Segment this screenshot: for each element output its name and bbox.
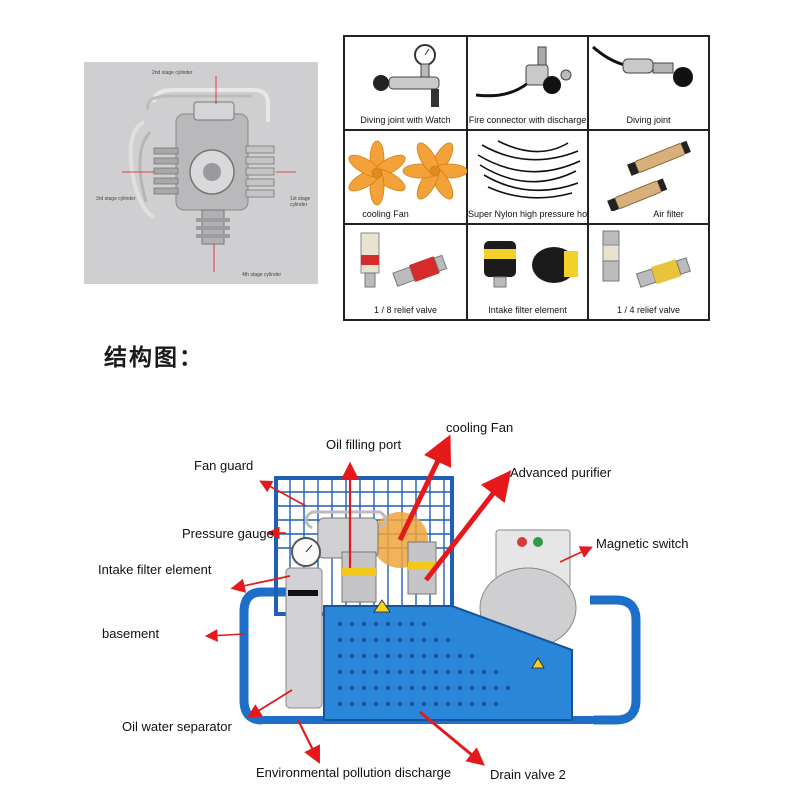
accessory-caption: 1 / 4 relief valve bbox=[616, 305, 681, 315]
label-advanced-purifier: Advanced purifier bbox=[510, 465, 612, 480]
arrow-magnetic-switch bbox=[559, 546, 593, 563]
arrow-drain-valve-2 bbox=[419, 710, 485, 766]
relief-valve-icon bbox=[360, 232, 448, 288]
label-fan-guard: Fan guard bbox=[194, 458, 254, 473]
nylon-hose-icon bbox=[477, 140, 581, 199]
accessory-cell-air-filter: Air filter bbox=[588, 130, 709, 224]
arrow-intake-filter-element bbox=[230, 575, 291, 593]
air-filter-icon bbox=[607, 140, 691, 212]
stage-label-4th: 4th stage cylinder bbox=[242, 272, 282, 278]
accessory-cell-fire-connector: Fire connector with discharge bbox=[467, 36, 588, 130]
frame-right bbox=[590, 595, 641, 725]
structure-diagram-heading: 结构图： bbox=[104, 345, 204, 371]
label-oil-filling-port: Oil filling port bbox=[326, 437, 402, 452]
label-intake-filter-element: Intake filter element bbox=[98, 562, 212, 577]
label-basement: basement bbox=[102, 626, 160, 641]
label-magnetic-switch: Magnetic switch bbox=[596, 536, 689, 551]
relief-valve-icon bbox=[602, 230, 691, 288]
frame-left bbox=[239, 587, 290, 725]
accessory-cell-relief-valve-1-8: 1 / 8 relief valve bbox=[344, 224, 467, 320]
label-drain-valve-2: Drain valve 2 bbox=[490, 767, 566, 782]
warning-triangle-icon bbox=[373, 599, 391, 613]
warning-triangle-icon bbox=[531, 657, 545, 669]
accessory-caption: Diving joint bbox=[626, 115, 671, 125]
body-perforations bbox=[337, 621, 511, 707]
body-cover bbox=[323, 605, 573, 721]
fire-connector-icon bbox=[475, 46, 572, 98]
stage-label-3rd: 3rd stage cylinder bbox=[96, 196, 136, 202]
accessory-caption: 1 / 8 relief valve bbox=[373, 305, 438, 315]
arrow-cooling-fan bbox=[397, 434, 452, 542]
cooling-fan-icon bbox=[348, 140, 468, 206]
arrow-basement bbox=[204, 629, 245, 642]
arrow-oil-water-separator bbox=[246, 689, 293, 718]
cylinder-center bbox=[341, 551, 377, 603]
accessory-cell-cooling-fan: cooling Fan bbox=[344, 130, 468, 224]
label-environmental-pollution-discharge: Environmental pollution discharge bbox=[256, 765, 452, 780]
label-pressure-gauge: Pressure gauge bbox=[182, 526, 274, 541]
oil-water-separator-tube bbox=[285, 567, 323, 709]
stage-label-2nd: 2nd stage cylinder bbox=[152, 70, 193, 76]
accessory-cell-diving-joint-watch: Diving joint with Watch bbox=[344, 36, 467, 130]
compressor-stages-drawing bbox=[84, 62, 318, 284]
accessory-caption: cooling Fan bbox=[362, 209, 409, 219]
arrow-environmental-pollution-discharge bbox=[297, 719, 320, 764]
arrow-fan-guard bbox=[259, 480, 307, 507]
accessory-caption: Intake filter element bbox=[488, 305, 567, 315]
accessory-cell-relief-valve-1-4: 1 / 4 relief valve bbox=[588, 224, 709, 320]
arrow-advanced-purifier bbox=[424, 470, 512, 582]
stage-label-1st: 1st stage cylinder bbox=[290, 196, 311, 208]
accessory-cell-diving-joint: Diving joint bbox=[588, 36, 709, 130]
compressor-stages-photo: 2nd stage cylinder 3rd stage cylinder 1s… bbox=[84, 62, 318, 284]
accessory-caption: Diving joint with Watch bbox=[360, 115, 451, 125]
intake-filter-icon bbox=[484, 241, 578, 288]
diving-joint-watch-icon bbox=[373, 44, 440, 107]
accessory-cell-intake-filter: Intake filter element bbox=[467, 224, 588, 320]
accessory-caption: Fire connector with discharge bbox=[468, 115, 587, 125]
accessory-caption: Super Nylon high pressure hose bbox=[468, 209, 597, 219]
accessory-cell-nylon-hose: Super Nylon high pressure hose bbox=[467, 130, 597, 224]
accessory-grid: Diving joint with Watch Fire connector w… bbox=[343, 35, 710, 321]
diving-joint-icon bbox=[592, 45, 693, 87]
label-oil-water-separator: Oil water separator bbox=[122, 719, 232, 734]
label-cooling-fan: cooling Fan bbox=[446, 420, 514, 435]
accessory-caption: Air filter bbox=[653, 209, 684, 219]
